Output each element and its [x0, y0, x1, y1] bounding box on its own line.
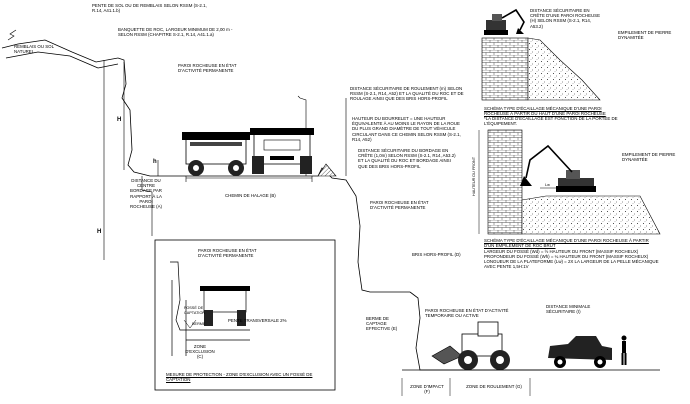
- height-markers: [103, 60, 347, 260]
- schema-bottom-line-1: LARGEUR DU FOSSÉ (Wd) = ½ HAUTEUR DU FRO…: [484, 249, 639, 254]
- inset-exclusion-label: ZONE D'EXCLUSION (C): [185, 344, 215, 360]
- pickup-truck: [548, 336, 612, 368]
- fill-label: REMBLAIS OU SOL NATUREL: [14, 44, 54, 55]
- temp-wall-label: PAROI ROCHEUSE EN ÉTAT D'ACTIVITÉ TEMPOR…: [425, 308, 509, 319]
- hatch-marker: [7, 29, 17, 41]
- inset-caption: MESURE DE PROTECTION - ZONE D'EXCLUSION …: [166, 372, 313, 383]
- lower-active-wall-label: PAROI ROCHEUSE EN ÉTAT D'ACTIVITÉ PERMAN…: [370, 200, 429, 211]
- bench-label: BANQUETTE DE ROC, LARGEUR MINIMUM DE 2,0…: [118, 27, 233, 38]
- schema-bottom-line-4: AVEC PENTE 1,5H:1V: [484, 264, 529, 269]
- inset-berm-label: BERME: [192, 322, 206, 326]
- haul-road-line: [150, 167, 410, 293]
- berm-height-label: HAUTEUR DU BOURRELET = UNE HAUTEUR ÉQUIV…: [352, 116, 461, 142]
- schema-bottom-front-height: HAUTEUR DU FRONT: [472, 156, 476, 196]
- wheel-loader: [431, 321, 510, 370]
- inset-drawing: [170, 261, 250, 356]
- schema-top-stone-label: EMPILEMENT DE PIERRE DYNAMITÉE: [618, 30, 672, 41]
- catch-berm-label: BERME DE CAPTAGE EFFECTIVE (E): [366, 316, 398, 332]
- safe-distance-label: DISTANCE MINIMALE SÉCURITAIRE (I): [546, 304, 591, 315]
- fill-slope-line: [5, 51, 99, 69]
- rolling-distance-label: DISTANCE SÉCURITAIRE DE ROULEMENT (m) SE…: [350, 86, 464, 102]
- schema-bottom-line-2: PROFONDEUR DU FOSSÉ (Wh) = ¼ HAUTEUR DU …: [484, 254, 649, 259]
- schema-bottom-drawing: [478, 129, 661, 235]
- center-distance-label: DISTANCE DU CENTRE BORDAGE PAR RAPPORT À…: [130, 178, 162, 210]
- berm-shape: [317, 163, 337, 177]
- haul-truck-side: [182, 132, 250, 176]
- h-upper-label: H: [117, 117, 122, 123]
- schema-bottom-caption-1: SCHÉMA TYPE D'ÉCAILLAGE MÉCANIQUE D'UNE …: [484, 238, 649, 243]
- bench-line: [97, 63, 119, 69]
- impact-zone-label: ZONE D'IMPACT (F): [410, 384, 444, 395]
- schema-bottom-stone-label: EMPILEMENT DE PIERRE DYNAMITÉE: [622, 152, 676, 163]
- rock-wall-line: [117, 57, 151, 177]
- schema-top-caption-2: ROCHEUSE À PARTIR DU HAUT D'UNE PAROI RO…: [484, 111, 606, 116]
- slope-label: PENTE DE SOL OU DE REMBLAIS SELON RSSM (…: [92, 3, 207, 14]
- schema-bottom-line-3: LONGUEUR DE LA PLATEFORME (Lw) = 2X LA L…: [484, 259, 659, 264]
- crest-distance-label: DISTANCE SÉCURITAIRE DU BORDAGE EN CRÊTE…: [358, 148, 456, 169]
- h-small-label: h: [153, 159, 157, 165]
- active-wall-label: PAROI ROCHEUSE EN ÉTAT D'ACTIVITÉ PERMAN…: [178, 63, 237, 74]
- schema-bottom-caption-2: D'UN EMPILEMENT DE ROC BRUT: [484, 243, 556, 248]
- inset-wall-label: PAROI ROCHEUSE EN ÉTAT D'ACTIVITÉ PERMAN…: [198, 248, 257, 259]
- inset-truck: [200, 286, 250, 326]
- overbreak-label: BRIS HORS-PROFIL (D): [412, 252, 461, 257]
- inset-slope-label: PENTE TRANSVERSALE 2%: [228, 318, 287, 323]
- inset-ditch-label: FOSSÉ DE CAPTATION: [184, 306, 206, 316]
- h-lower-label: H: [97, 229, 102, 235]
- schema-top-caption-1: SCHÉMA TYPE D'ÉCAILLAGE MÉCANIQUE D'UNE …: [484, 106, 602, 111]
- schema-bottom-lw-label: Lw: [545, 183, 550, 187]
- person-figure: [621, 335, 627, 365]
- rolling-zone-label: ZONE DE ROULEMENT (G): [466, 384, 522, 389]
- haul-road-label: CHEMIN DE HALAGE (B): [225, 193, 276, 198]
- schema-top-drawing: [481, 8, 601, 101]
- haul-truck-front: [250, 128, 314, 174]
- schema-top-caption-3: *LA DISTANCE D'ÉCAILLAGE EST FONCTION DE…: [484, 116, 618, 127]
- schema-top-crest-label: DISTANCE SÉCURITAIRE EN CRÊTE D'UNE PARO…: [530, 8, 601, 29]
- natural-slope-line: [1, 39, 119, 63]
